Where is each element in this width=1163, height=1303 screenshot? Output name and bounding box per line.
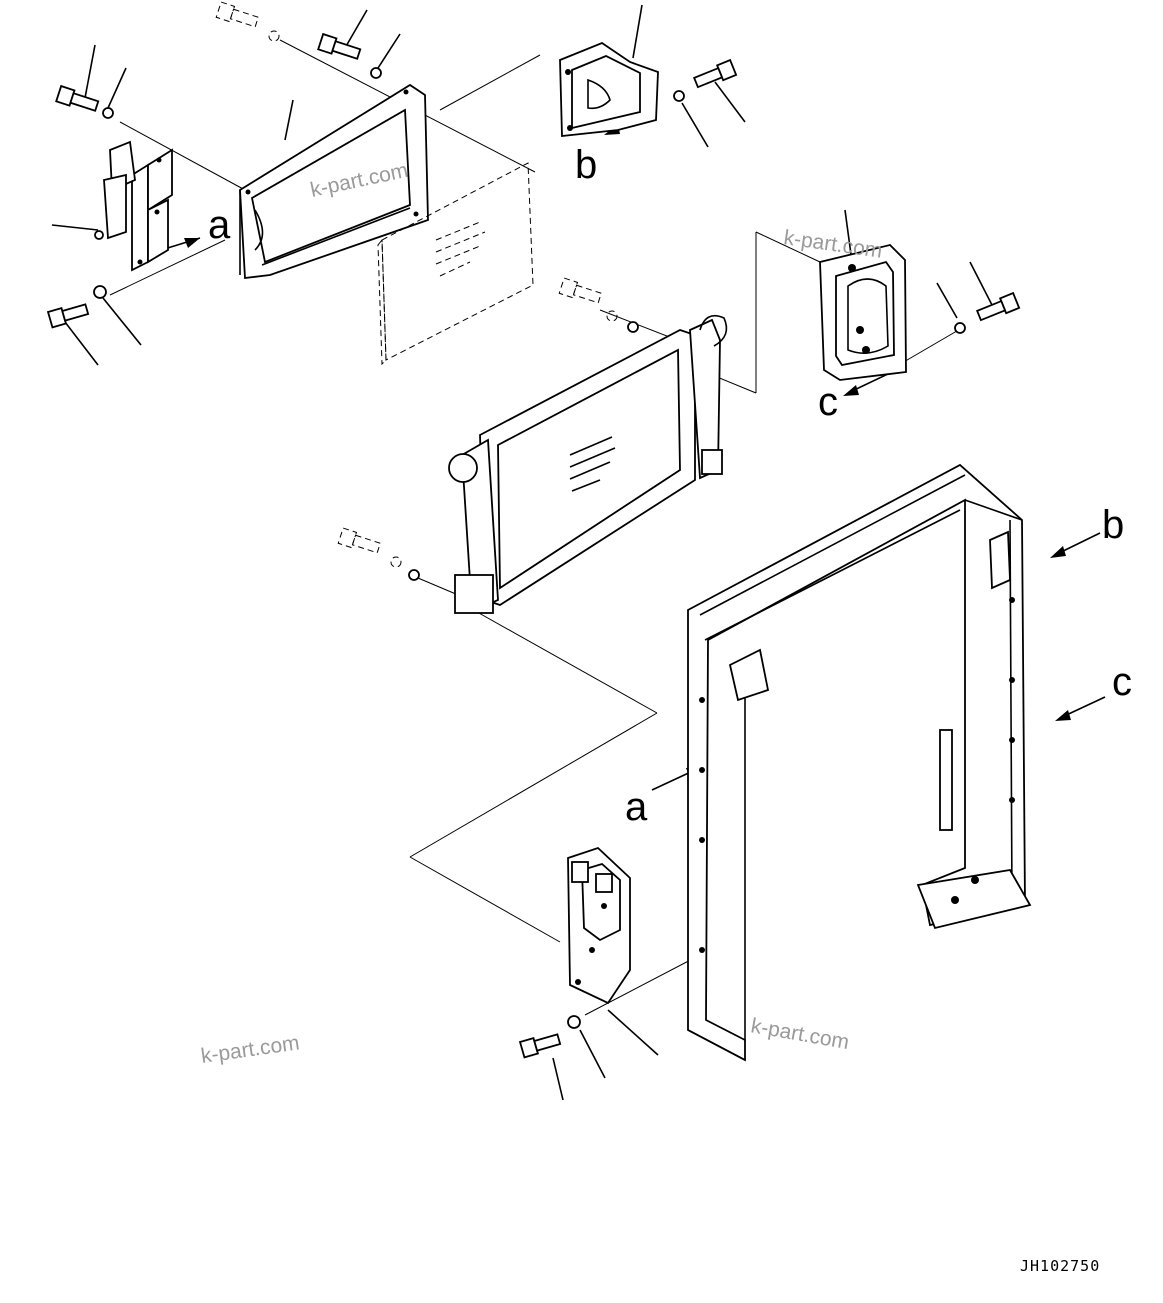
label-a-frame: a xyxy=(625,785,648,829)
watermark-4: k-part.com xyxy=(749,1014,851,1054)
bolt-top-dashed xyxy=(215,1,259,28)
label-c-right: c xyxy=(818,380,838,424)
cover-plate-c xyxy=(819,244,907,381)
reference-letters: a b c b c a xyxy=(208,143,1132,829)
shroud-frame xyxy=(239,83,429,280)
bolt-mid-dashed xyxy=(558,277,602,304)
bolts-and-washers xyxy=(46,1,1021,1059)
dashed-core-upper xyxy=(377,162,534,366)
label-c-frame: c xyxy=(1112,660,1132,704)
bolt-bottom xyxy=(518,1033,562,1059)
bracket-a xyxy=(567,846,631,1005)
bolt-top-center xyxy=(317,32,362,60)
bolt-left-lower xyxy=(46,303,90,329)
bolt-right-c xyxy=(975,291,1021,322)
bolt-lower-dashed xyxy=(337,527,381,554)
watermark-3: k-part.com xyxy=(199,1031,300,1068)
main-frame xyxy=(687,463,1032,1062)
label-a-left: a xyxy=(208,203,231,247)
leader-lines xyxy=(51,4,993,1101)
label-b-frame: b xyxy=(1102,503,1124,547)
bolt-top-left xyxy=(55,84,100,112)
radiator xyxy=(448,314,728,614)
watermark-2: k-part.com xyxy=(782,226,883,263)
left-handle-bracket xyxy=(103,140,173,272)
bolt-top-right xyxy=(692,58,738,89)
bracket-b xyxy=(559,41,659,137)
drawing-code: JH102750 xyxy=(1020,1257,1100,1275)
label-b-top: b xyxy=(575,143,597,187)
